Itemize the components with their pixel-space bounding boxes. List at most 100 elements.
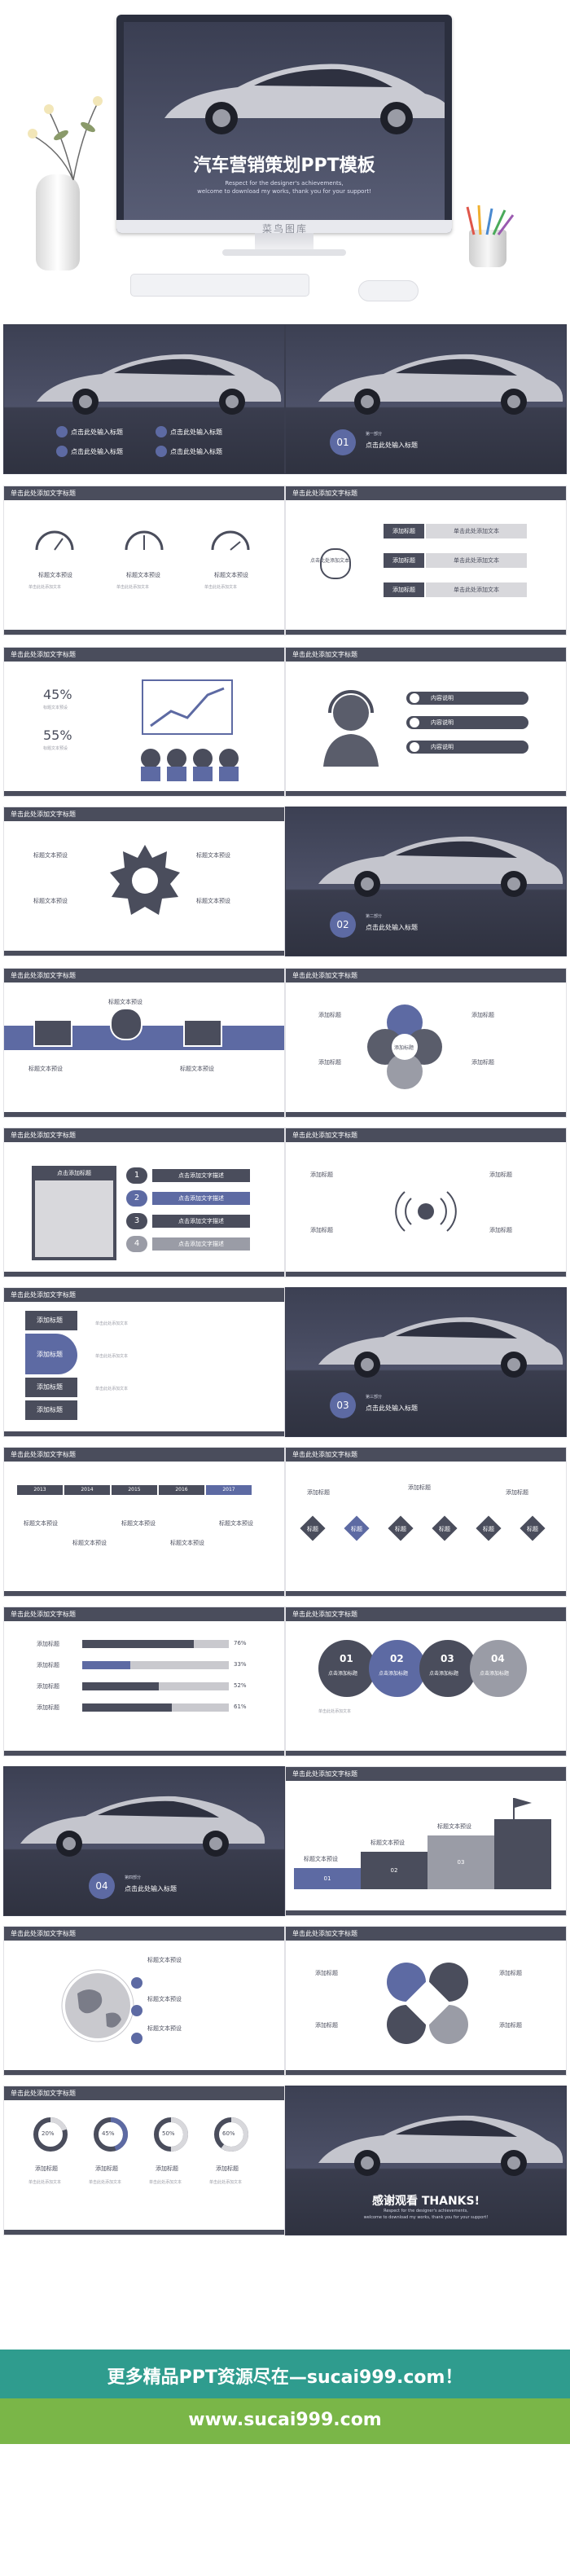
slide-4[interactable]: 单击此处添加文字标题 点击此处添加文本 添加标题 单击此处添加文本 添加标题 单… bbox=[285, 486, 567, 635]
step-desc-2: 点击添加文字描述 bbox=[152, 1192, 250, 1205]
section-number: 03 bbox=[330, 1392, 356, 1418]
flag-icon bbox=[513, 1798, 532, 1821]
timeline-label-3: 标题文本预设 bbox=[121, 1520, 156, 1527]
flower-decoration bbox=[28, 96, 103, 181]
bullet-dot bbox=[131, 2005, 142, 2016]
step-box-3: 添加标题 bbox=[384, 582, 424, 597]
hero-subtitle-2: welcome to download my works, thank you … bbox=[197, 188, 371, 195]
slide-13[interactable]: 单击此处添加文字标题 添加标题 添加标题 添加标题 添加标题 单击此处添加文本 … bbox=[3, 1287, 285, 1437]
stair-label-3: 标题文本预设 bbox=[437, 1823, 471, 1830]
part-label: 第四部分 bbox=[125, 1875, 142, 1880]
slide-2[interactable]: 第一部分 01 点击此处输入标题 bbox=[285, 324, 567, 474]
diamond-title-1: 添加标题 bbox=[307, 1489, 330, 1496]
watermark: 菜鸟图库 bbox=[261, 223, 308, 235]
vase-decoration bbox=[36, 174, 80, 270]
center-circle bbox=[320, 548, 351, 579]
diamond-title-3: 添加标题 bbox=[506, 1489, 528, 1496]
gear-icon bbox=[110, 845, 180, 915]
head-label-2: 添加标题 bbox=[37, 1351, 63, 1358]
head-text-3: 单击此处添加文本 bbox=[95, 1387, 129, 1391]
gear-label-2: 标题文本预设 bbox=[33, 898, 68, 904]
slide-8[interactable]: 第二部分 02 点击此处输入标题 bbox=[285, 807, 567, 956]
ring-label-4: 添加标题 bbox=[216, 2165, 239, 2172]
section-number: 02 bbox=[330, 912, 356, 938]
ring-label-3: 添加标题 bbox=[156, 2165, 178, 2172]
step-desc-4: 点击添加文字描述 bbox=[152, 1237, 250, 1251]
bubble-title-3: 点击添加标题 bbox=[429, 1671, 459, 1677]
slide-7[interactable]: 单击此处添加文字标题 标题文本预设 标题文本预设 标题文本预设 标题文本预设 bbox=[3, 807, 285, 956]
slide-header: 单击此处添加文字标题 bbox=[4, 807, 284, 821]
slide-9[interactable]: 单击此处添加文字标题 标题文本预设 标题文本预设 标题文本预设 bbox=[3, 968, 285, 1118]
slide-14[interactable]: 第三部分 03 点击此处输入标题 bbox=[285, 1287, 567, 1437]
bar-label-3: 添加标题 bbox=[37, 1683, 59, 1690]
petal-label-4: 添加标题 bbox=[471, 1059, 494, 1066]
petal-label-2: 添加标题 bbox=[318, 1059, 341, 1066]
diamond-label-5: 标题 bbox=[483, 1526, 494, 1532]
device-icon-3 bbox=[183, 1019, 222, 1047]
slide-5[interactable]: 单击此处添加文字标题 45% 标题文本预设 55% 标题文本预设 bbox=[3, 647, 285, 797]
head-text-2: 单击此处添加文本 bbox=[95, 1354, 129, 1359]
slide-footer-bar bbox=[286, 1272, 566, 1277]
bubble-4 bbox=[470, 1640, 527, 1697]
promo-text[interactable]: 更多精品PPT资源尽在—sucai999.com！ bbox=[107, 2367, 463, 2388]
slide-header: 单击此处添加文字标题 bbox=[4, 1607, 284, 1621]
device-label-3: 标题文本预设 bbox=[180, 1066, 214, 1072]
diamond-label-1: 标题 bbox=[307, 1526, 318, 1532]
business-chart-illustration bbox=[141, 679, 239, 781]
section-title: 点击此处输入标题 bbox=[366, 442, 418, 449]
slide-12[interactable]: 单击此处添加文字标题 添加标题 添加标题 添加标题 添加标题 bbox=[285, 1128, 567, 1277]
signal-label-2: 添加标题 bbox=[310, 1227, 333, 1233]
head-band-2 bbox=[25, 1334, 77, 1374]
slide-1[interactable]: 点击此处输入标题 点击此处输入标题 点击此处输入标题 点击此处输入标题 bbox=[3, 324, 285, 474]
pencil-cup bbox=[469, 230, 506, 267]
slide-11[interactable]: 单击此处添加文字标题 点击添加标题 1 点击添加文字描述 2 点击添加文字描述 … bbox=[3, 1128, 285, 1277]
section-number: 04 bbox=[89, 1873, 115, 1899]
device-label-2: 标题文本预设 bbox=[108, 999, 142, 1005]
car-image bbox=[318, 1317, 563, 1378]
slide-19[interactable]: 第四部分 04 点击此处输入标题 bbox=[3, 1766, 285, 1916]
slide-16[interactable]: 单击此处添加文字标题 标题 标题 标题 标题 标题 标题 添加标题 添加标题 添… bbox=[285, 1447, 567, 1597]
slide-22[interactable]: 单击此处添加文字标题 添加标题 添加标题 添加标题 添加标题 bbox=[285, 1926, 567, 2076]
slide-10[interactable]: 单击此处添加文字标题 添加标题 添加标题 添加标题 添加标题 添加标题 bbox=[285, 968, 567, 1118]
gauge-label-3: 标题文本预设 bbox=[214, 572, 248, 578]
slide-18[interactable]: 单击此处添加文字标题 01 02 03 04 点击添加标题 点击添加标题 点击添… bbox=[285, 1607, 567, 1756]
promo-banner[interactable]: 更多精品PPT资源尽在—sucai999.com！ bbox=[0, 2350, 570, 2398]
slide-24[interactable]: 感谢观看 THANKS! Respect for the designer's … bbox=[285, 2086, 567, 2235]
slide-15[interactable]: 单击此处添加文字标题 2013 2014 2015 2016 2017 标题文本… bbox=[3, 1447, 285, 1597]
head-label-3: 添加标题 bbox=[37, 1383, 63, 1391]
percent-2-label: 标题文本预设 bbox=[43, 746, 68, 751]
url-banner[interactable]: www.sucai999.com bbox=[0, 2398, 570, 2444]
center-text: 点击此处添加文本 bbox=[310, 558, 350, 564]
step-desc-3: 点击添加文字描述 bbox=[152, 1215, 250, 1228]
content-label-2: 内容说明 bbox=[431, 719, 454, 726]
slide-20[interactable]: 单击此处添加文字标题 01 02 03 标题文本预设 标题文本预设 标题文本预设 bbox=[285, 1766, 567, 1916]
ring-label-1: 添加标题 bbox=[35, 2165, 58, 2172]
slide-footer-bar bbox=[4, 1431, 284, 1436]
diamond-label-6: 标题 bbox=[527, 1526, 538, 1532]
content-label-3: 内容说明 bbox=[431, 744, 454, 750]
gauge-text-3: 单击此处添加文本 bbox=[204, 585, 238, 590]
gear-label-3: 标题文本预设 bbox=[196, 852, 230, 859]
keyboard bbox=[130, 274, 309, 297]
thanks-sub-1: Respect for the designer's achievements, bbox=[384, 2209, 468, 2213]
quad-label-1: 添加标题 bbox=[315, 1970, 338, 1976]
monitor-chin bbox=[116, 220, 452, 233]
slide-header: 单击此处添加文字标题 bbox=[286, 1128, 566, 1142]
slide-6[interactable]: 单击此处添加文字标题 内容说明 内容说明 内容说明 bbox=[285, 647, 567, 797]
slide-1-item-3: 点击此处输入标题 bbox=[71, 448, 123, 455]
bullet-dot bbox=[56, 446, 68, 457]
slide-header: 单击此处添加文字标题 bbox=[4, 1927, 284, 1941]
url-link[interactable]: www.sucai999.com bbox=[188, 2410, 382, 2430]
description-box bbox=[32, 1166, 116, 1260]
head-band-1 bbox=[25, 1311, 77, 1330]
percent-ring-4 bbox=[214, 2117, 248, 2152]
slide-3[interactable]: 单击此处添加文字标题 标题文本预设 标题文本预设 标题文本预设 单击此处添加文本… bbox=[3, 486, 285, 635]
gauge-label-1: 标题文本预设 bbox=[38, 572, 72, 578]
section-number: 01 bbox=[330, 429, 356, 455]
device-icon-2 bbox=[110, 1008, 142, 1040]
slide-21[interactable]: 单击此处添加文字标题 标题文本预设 标题文本预设 标题文本预设 bbox=[3, 1926, 285, 2076]
globe-label-1: 标题文本预设 bbox=[147, 1957, 182, 1963]
car-image bbox=[164, 64, 445, 134]
